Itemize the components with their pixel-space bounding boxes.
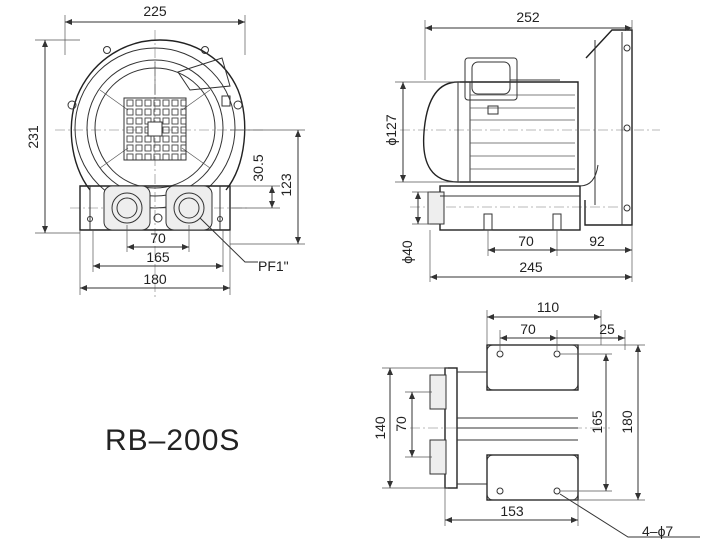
dim-hole-spacing-x: 70 — [520, 321, 536, 337]
side-base — [427, 185, 581, 231]
dim-port-span: 165 — [146, 249, 170, 265]
blower-housing-side — [579, 29, 633, 226]
dim-port-spacing: 70 — [150, 230, 166, 246]
dim-front-height: 231 — [25, 125, 41, 149]
motor-body — [422, 57, 579, 183]
dim-side-length: 252 — [516, 9, 540, 25]
dim-hole-offset: 25 — [599, 321, 615, 337]
label-mounting-holes: 4–ϕ7 — [642, 523, 673, 539]
dim-foot-offset: 92 — [589, 233, 605, 249]
dim-flange-height: 123 — [278, 173, 294, 197]
dim-base-diameter: ϕ40 — [399, 240, 415, 264]
label-port-thread: PF1" — [258, 258, 289, 274]
blower-housing — [67, 39, 246, 209]
dim-base-width: 180 — [143, 271, 167, 287]
dim-foot-spacing: 70 — [518, 233, 534, 249]
model-name: RB–200S — [105, 424, 240, 457]
bottom-view: 110 70 25 165 180 140 70 153 — [372, 299, 700, 539]
dim-outlet-height: 30.5 — [250, 154, 266, 181]
side-view: 252 ϕ127 ϕ40 70 92 245 — [383, 9, 660, 282]
dim-bottom-width: 110 — [537, 299, 560, 315]
dim-bottom-base-length: 153 — [500, 503, 524, 519]
dim-motor-diameter: ϕ127 — [383, 114, 399, 145]
front-view: 225 231 30.5 123 70 165 180 PF1" — [25, 3, 305, 300]
bottom-body — [429, 344, 579, 501]
dim-front-width-top: 225 — [143, 3, 167, 19]
dim-bottom-port-spacing: 70 — [393, 416, 409, 432]
motor-grille — [123, 97, 187, 161]
dim-overall-height: 180 — [619, 410, 635, 434]
dim-hole-spacing-y: 165 — [589, 410, 605, 434]
dim-bottom-flange-height: 140 — [372, 416, 388, 440]
dim-base-length: 245 — [519, 259, 543, 275]
